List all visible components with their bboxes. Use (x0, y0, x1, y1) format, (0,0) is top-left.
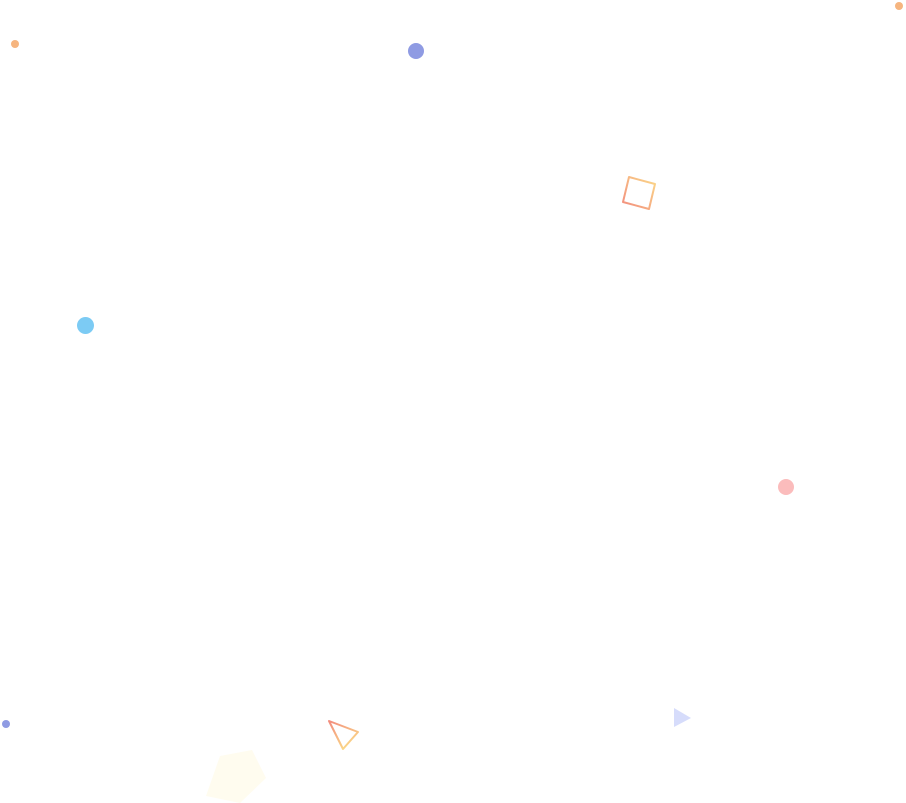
blue-dot-left (77, 317, 94, 334)
orange-dot-top-right (895, 2, 903, 10)
lavender-triangle-filled (674, 708, 691, 727)
gradient-triangle-outline (328, 720, 359, 750)
orange-dot-top-left (11, 40, 19, 48)
gradient-square-outline (622, 176, 656, 210)
indigo-dot-bottom-left (2, 720, 10, 728)
pink-dot-right (778, 479, 794, 495)
indigo-dot-top (408, 43, 424, 59)
faint-yellow-blob (206, 750, 266, 803)
